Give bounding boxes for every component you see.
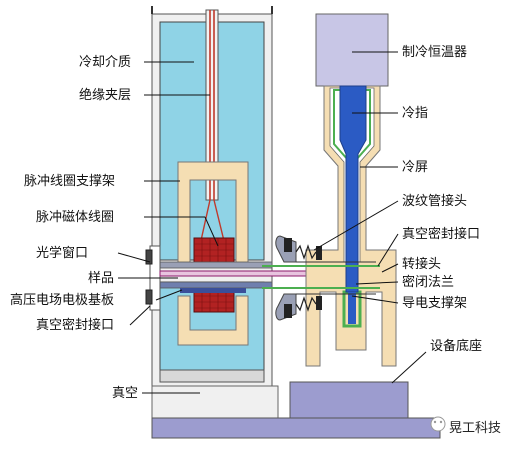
right-cryostat	[262, 13, 397, 367]
label-vacuum: 真空	[112, 386, 139, 401]
equipment-base	[151, 381, 441, 439]
label-sealing-flange: 密闭法兰	[402, 275, 455, 290]
left-dewar	[145, 6, 273, 390]
label-coolant: 冷却介质	[79, 55, 132, 70]
label-pulse-coil: 脉冲磁体线圈	[36, 210, 115, 225]
label-vacuum-port-right: 真空密封接口	[402, 227, 481, 242]
label-conductive-support: 导电支撑架	[402, 296, 468, 311]
label-cold-finger: 冷指	[402, 106, 429, 121]
pulse-coil-upper	[193, 237, 235, 265]
watermark-text: 晃工科技	[449, 421, 502, 436]
label-cold-shield: 冷屏	[402, 160, 429, 175]
label-optical-window: 光学窗口	[36, 246, 89, 261]
watermark-logo-icon	[430, 416, 446, 432]
cryostat-box	[315, 13, 389, 87]
label-sample: 样品	[88, 271, 115, 286]
hv-electrode-plate	[159, 281, 273, 289]
label-insulation: 绝缘夹层	[79, 88, 132, 103]
label-base: 设备底座	[430, 339, 483, 354]
leader-lines	[117, 51, 427, 394]
label-cryostat: 制冷恒温器	[402, 45, 468, 60]
label-vacuum-port-left: 真空密封接口	[36, 318, 115, 333]
label-adapter: 转接头	[402, 257, 442, 272]
label-coil-support: 脉冲线圈支撑架	[24, 174, 116, 189]
pulse-coil-lower	[193, 289, 235, 313]
label-hv-electrode: 高压电场电极基板	[10, 293, 115, 308]
label-bellows-joint: 波纹管接头	[402, 194, 468, 209]
coil-support-lower	[177, 295, 249, 346]
